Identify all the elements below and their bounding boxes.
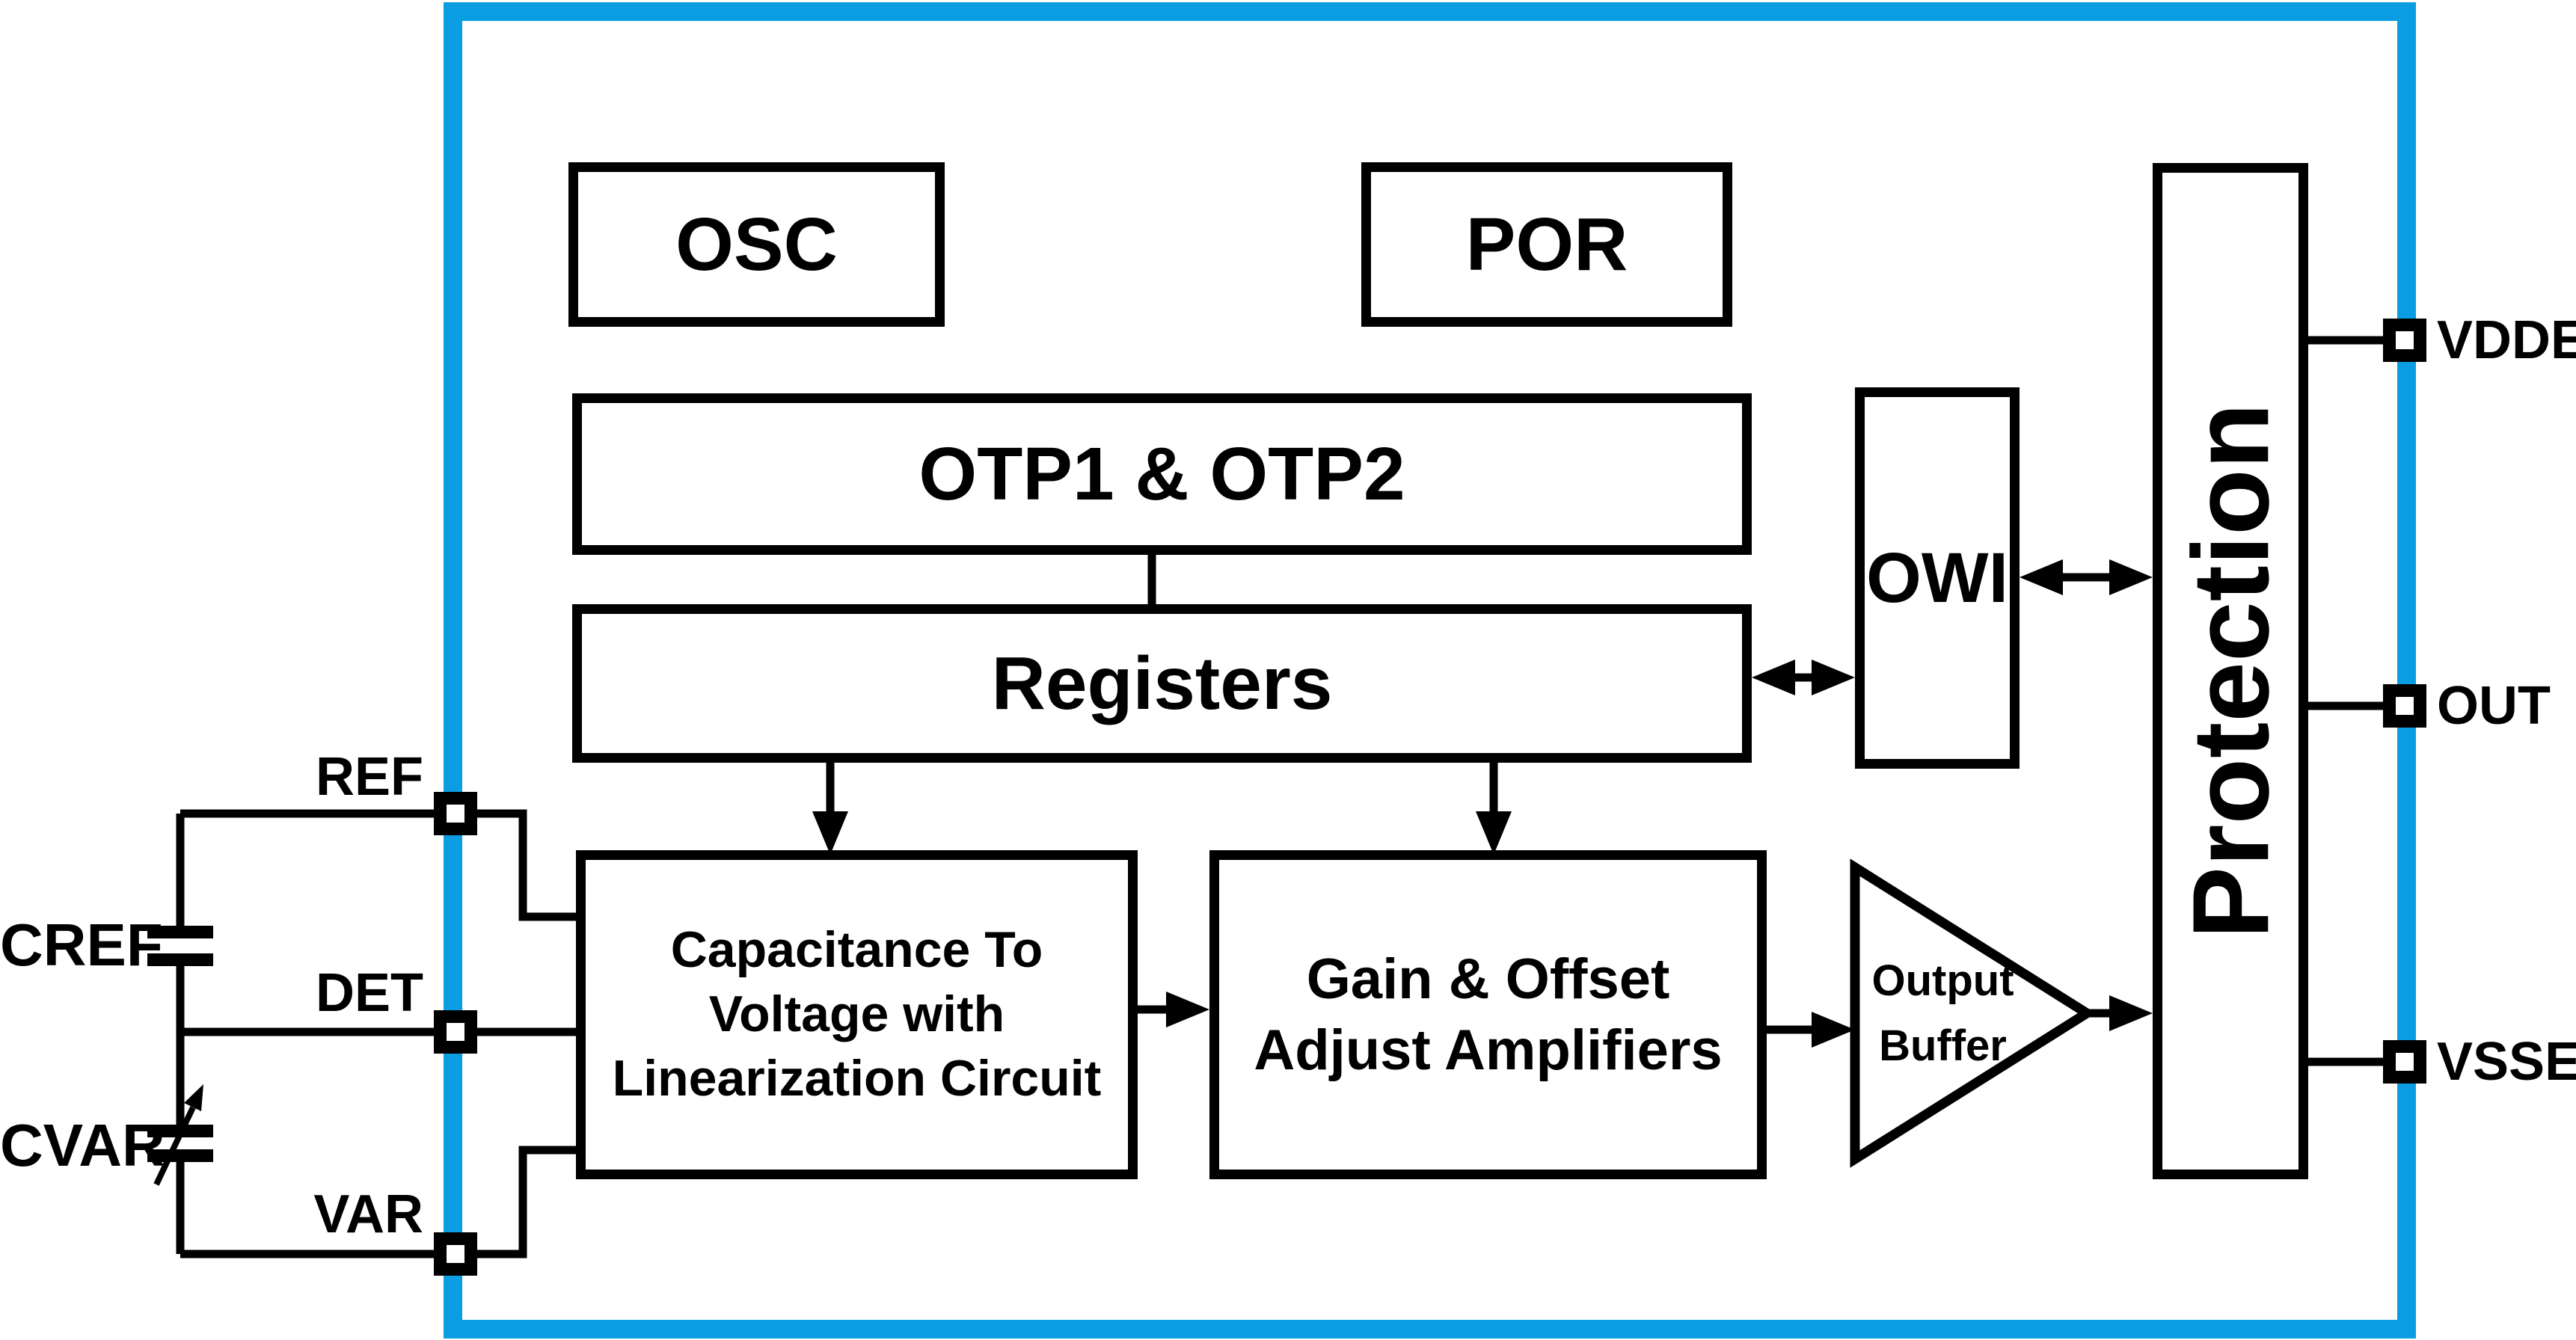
block-gain-offset-amplifiers: Gain & Offset Adjust Amplifiers (1209, 850, 1767, 1179)
block-protection: Protection (2153, 163, 2308, 1179)
arrow-owi-protection-head-right (2109, 559, 2153, 595)
gain-line1: Gain & Offset (1306, 947, 1670, 1011)
capacitor-label-cvar: CVAR (0, 1112, 165, 1178)
pin-label-var: VAR (313, 1184, 423, 1244)
pin-vsse (2383, 1040, 2426, 1084)
pin-label-vsse: VSSE (2437, 1032, 2576, 1092)
arrow-registers-to-ctv-head (812, 811, 848, 855)
buffer-line1: Output (1871, 956, 2014, 1005)
capacitor-label-cref: CREF (0, 912, 163, 978)
output-buffer-label: Output Buffer (1855, 867, 2031, 1159)
ctv-line2: Voltage with (708, 986, 1005, 1043)
wire-var (180, 1146, 581, 1258)
cvar-variable-arrow (153, 1084, 203, 1186)
block-por-label: POR (1465, 203, 1628, 286)
pin-out (2383, 684, 2426, 728)
cref-capacitor-plate-top (147, 926, 213, 938)
arrow-buffer-to-protection-head (2109, 995, 2153, 1031)
block-osc: OSC (568, 162, 945, 327)
capacitors (147, 926, 213, 1162)
block-registers-label: Registers (991, 642, 1333, 725)
block-otp-label: OTP1 & OTP2 (919, 432, 1405, 516)
gain-line2: Adjust Amplifiers (1254, 1018, 1723, 1082)
arrow-registers-owi-head-left (1752, 660, 1795, 695)
block-gain-label: Gain & Offset Adjust Amplifiers (1254, 944, 1722, 1086)
cref-capacitor-plate-bottom (147, 953, 213, 966)
block-capacitance-to-voltage: Capacitance To Voltage with Linearizatio… (576, 850, 1138, 1179)
arrow-gain-to-buffer-head (1812, 1012, 1855, 1048)
arrow-registers-to-gain-head (1476, 811, 1512, 855)
wires (176, 336, 2383, 1258)
arrows (812, 559, 2153, 1048)
block-owi-label: OWI (1866, 538, 2008, 618)
pin-var (434, 1232, 477, 1276)
output-buffer-triangle (1850, 858, 2097, 1168)
block-osc-label: OSC (675, 203, 838, 286)
pin-vdde (2383, 319, 2426, 362)
block-registers: Registers (572, 604, 1752, 763)
arrow-owi-protection-head-left (2020, 559, 2063, 595)
wire-ref (180, 809, 581, 921)
block-otp: OTP1 & OTP2 (572, 393, 1752, 555)
pin-label-ref: REF (316, 747, 423, 807)
pin-det (434, 1010, 477, 1054)
buffer-line2: Buffer (1879, 1021, 2007, 1070)
cvar-capacitor-plate-bottom (147, 1149, 213, 1162)
pin-ref (434, 792, 477, 835)
ctv-line3: Linearization Circuit (612, 1049, 1102, 1107)
block-ctv-label: Capacitance To Voltage with Linearizatio… (613, 918, 1102, 1110)
arrow-registers-owi-head-right (1812, 660, 1855, 695)
arrow-ctv-to-gain-head (1166, 992, 1209, 1027)
pin-label-vdde: VDDE (2437, 310, 2576, 370)
pin-label-det: DET (316, 963, 423, 1023)
block-por: POR (1361, 162, 1732, 327)
block-protection-label: Protection (2169, 402, 2291, 939)
ctv-line1: Capacitance To (670, 921, 1043, 979)
chip-boundary-border (444, 2, 2416, 1339)
block-owi: OWI (1855, 387, 2020, 769)
pin-label-out: OUT (2437, 676, 2551, 736)
